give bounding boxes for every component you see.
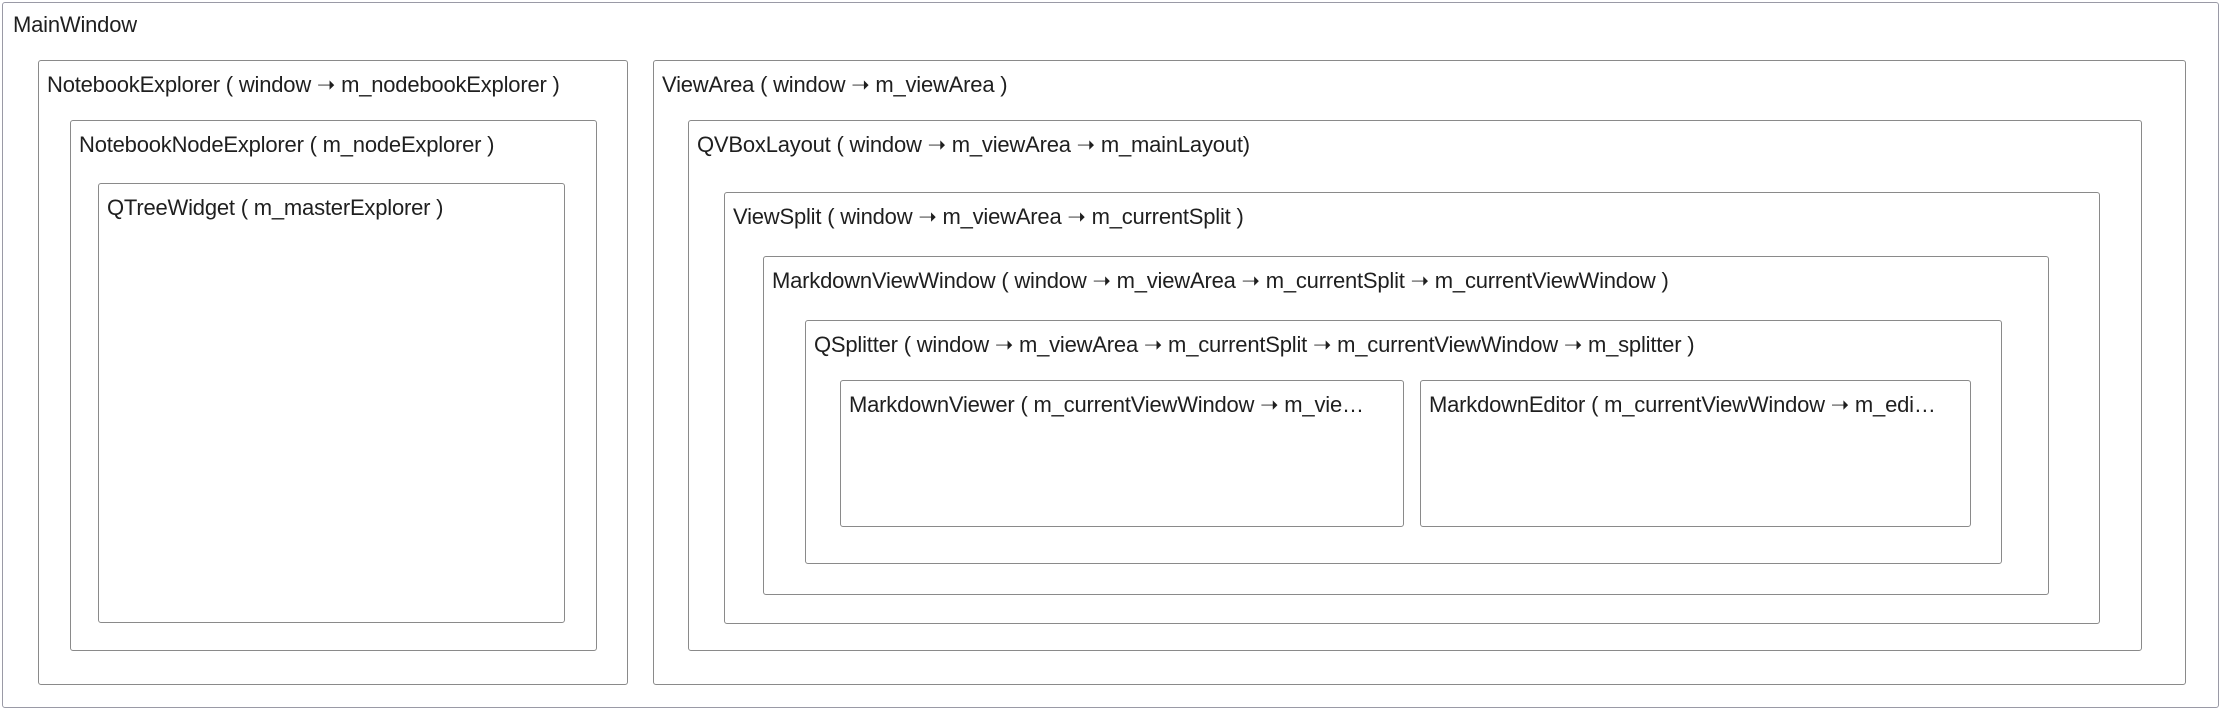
markdown-view-window-label: MarkdownViewWindow ( window ➝ m_viewArea… <box>772 268 1669 293</box>
notebook-explorer-label: NotebookExplorer ( window ➝ m_nodebookEx… <box>47 72 560 97</box>
view-split-label: ViewSplit ( window ➝ m_viewArea ➝ m_curr… <box>733 204 1244 229</box>
tree-widget-label: QTreeWidget ( m_masterExplorer ) <box>107 195 444 220</box>
splitter-label: QSplitter ( window ➝ m_viewArea ➝ m_curr… <box>814 332 1695 357</box>
markdown-viewer-box: MarkdownViewer ( m_currentViewWindow ➝ m… <box>840 380 1404 527</box>
markdown-editor-box: MarkdownEditor ( m_currentViewWindow ➝ m… <box>1420 380 1971 527</box>
markdown-editor-label: MarkdownEditor ( m_currentViewWindow ➝ m… <box>1429 392 1936 417</box>
notebook-node-explorer-label: NotebookNodeExplorer ( m_nodeExplorer ) <box>79 132 495 157</box>
main-window-label: MainWindow <box>13 12 137 37</box>
view-area-label: ViewArea ( window ➝ m_viewArea ) <box>662 72 1008 97</box>
vbox-layout-label: QVBoxLayout ( window ➝ m_viewArea ➝ m_ma… <box>697 132 1250 157</box>
markdown-viewer-label: MarkdownViewer ( m_currentViewWindow ➝ m… <box>849 392 1364 417</box>
tree-widget-box: QTreeWidget ( m_masterExplorer ) <box>98 183 565 623</box>
